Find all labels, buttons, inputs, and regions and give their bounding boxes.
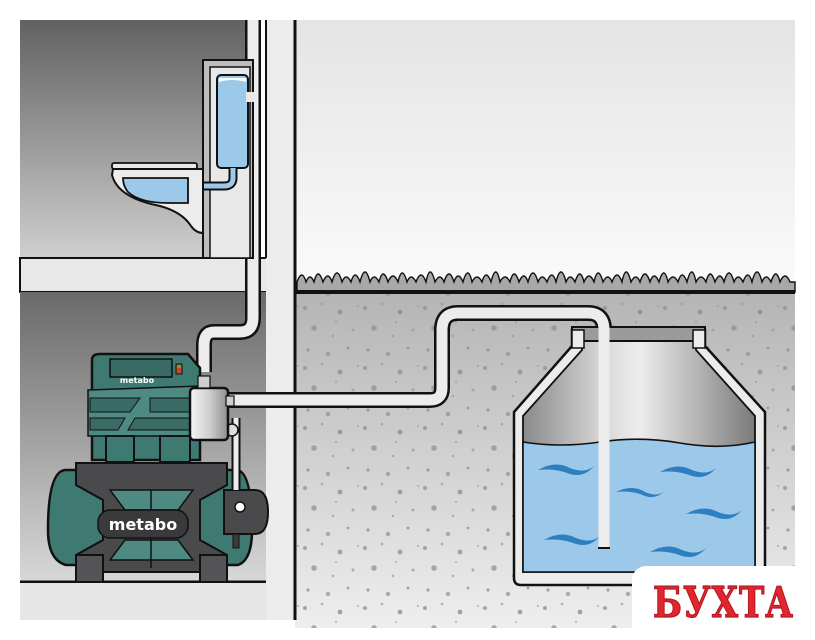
water-tank [512,326,767,587]
pump-station: metabo metabo [46,352,270,583]
waves [538,464,742,557]
cistern [190,59,254,259]
supply-pipe [196,20,261,372]
toilet [110,162,204,235]
outer-wall [266,20,295,620]
watermark-text: БУХТА [652,577,795,628]
watermark-badge: БУХТА [632,566,815,640]
tank-water [522,438,756,573]
pump-top-brand: metabo [120,376,155,385]
pump-tank-brand: metabo [109,515,177,534]
sky [295,20,795,282]
grass-line [295,271,796,294]
